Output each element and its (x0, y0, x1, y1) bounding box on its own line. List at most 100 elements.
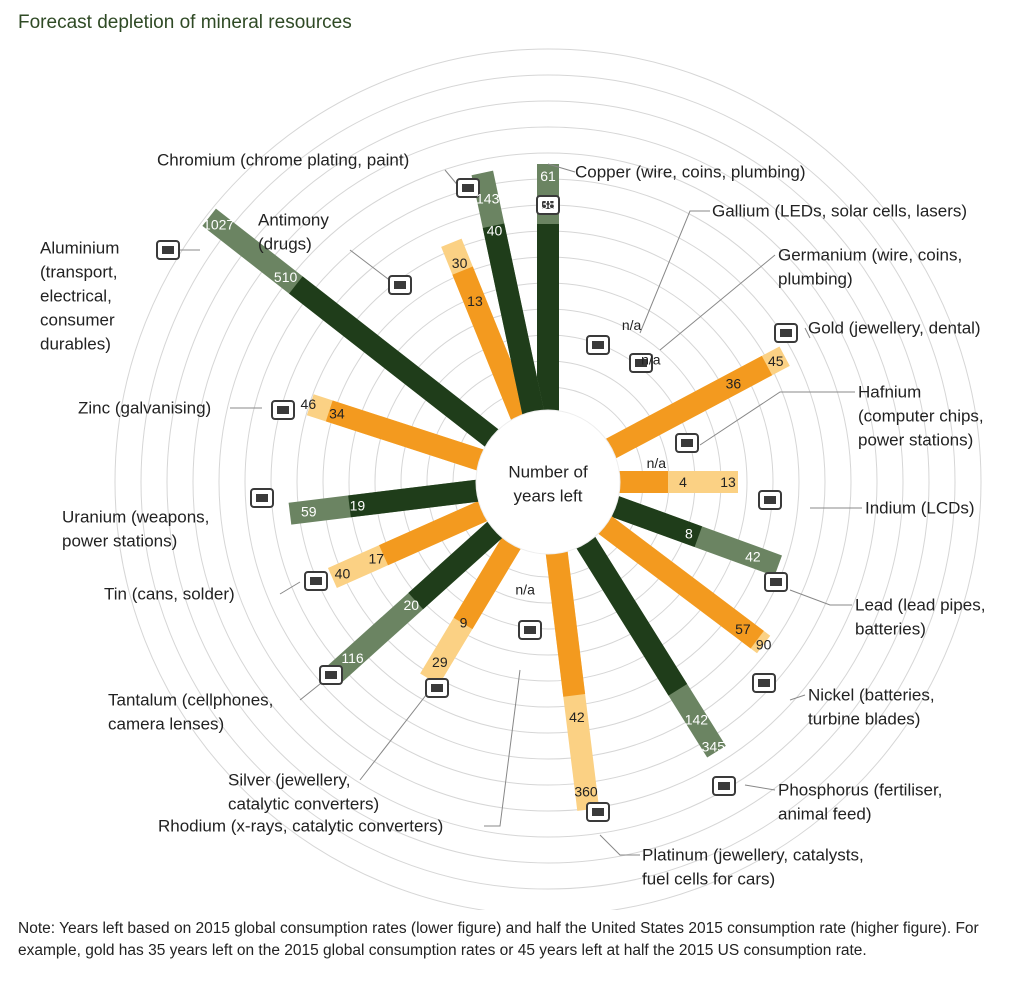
bar-lower-uranium (348, 479, 483, 518)
can-icon (304, 571, 328, 591)
icon-core (431, 684, 443, 692)
battery-icon (764, 572, 788, 592)
value-lower-silver: 9 (460, 615, 468, 631)
center-hub (475, 409, 621, 555)
label-antimony: (drugs) (258, 235, 312, 254)
icon-core (162, 246, 174, 254)
value-lower-phosphorus: 142 (685, 711, 709, 727)
label-uranium: Uranium (weapons, (62, 508, 209, 527)
value-lower-nickel: 57 (735, 621, 751, 637)
footnote: Note: Years left based on 2015 global co… (18, 920, 979, 959)
label-rhodium: Rhodium (x-rays, catalytic converters) (158, 817, 443, 836)
turbine-icon (752, 673, 776, 693)
leader-line-tin (279, 581, 301, 595)
leader-line-copper (547, 163, 576, 173)
label-gold: Gold (jewellery, dental) (808, 319, 981, 338)
value-lower-hafnium: n/a (647, 455, 667, 471)
mineral-zinc (230, 394, 488, 472)
label-lead: batteries) (855, 620, 926, 639)
label-aluminium: durables) (40, 335, 111, 354)
value-higher-tin: 40 (335, 566, 351, 582)
value-higher-silver: 29 (432, 654, 448, 670)
bar-lower-platinum (545, 547, 586, 697)
bar-lower-phosphorus (574, 532, 688, 696)
car-icon (156, 240, 180, 260)
icon-core (758, 679, 770, 687)
label-aluminium: consumer (40, 311, 115, 330)
icon-core (310, 577, 322, 585)
label-platinum: fuel cells for cars) (642, 870, 775, 889)
icon-core (542, 201, 554, 209)
mineral-germanium (629, 254, 776, 373)
xray-icon (518, 620, 542, 640)
bar-lower-nickel (594, 513, 764, 649)
label-chromium: Chromium (chrome plating, paint) (157, 151, 409, 170)
label-zinc: Zinc (galvanising) (78, 399, 211, 418)
value-higher-indium: 13 (720, 474, 736, 490)
mineral-gallium (586, 210, 710, 355)
cellphone-icon (319, 665, 343, 685)
value-lower-chromium: 40 (487, 223, 503, 239)
mineral-nickel (594, 513, 806, 701)
label-hafnium: (computer chips, (858, 407, 984, 426)
value-higher-copper: 61 (540, 168, 556, 184)
label-germanium: Germanium (wire, coins, (778, 246, 962, 265)
leader-line-platinum (599, 834, 640, 856)
pipe-icon (456, 178, 480, 198)
label-phosphorus: Phosphorus (fertiliser, (778, 781, 942, 800)
leader-line-silver (359, 689, 431, 781)
ring-circle (218, 152, 878, 812)
label-tantalum: camera lenses) (108, 715, 224, 734)
value-lower-germanium: n/a (641, 351, 661, 367)
catalyst-icon (586, 802, 610, 822)
mineral-indium (615, 471, 862, 510)
label-indium: Indium (LCDs) (865, 499, 975, 518)
value-higher-gold: 45 (768, 353, 784, 369)
value-lower-copper: 38 (540, 196, 556, 212)
value-lower-lead: 8 (685, 525, 693, 541)
ring-circle (192, 126, 904, 838)
ring-circle (166, 100, 930, 864)
bar-lower-chromium (482, 223, 545, 419)
chip-icon (675, 433, 699, 453)
value-lower-gallium: n/a (622, 317, 642, 333)
value-higher-nickel: 90 (756, 636, 772, 652)
label-silver: catalytic converters) (228, 795, 379, 814)
bar-lower-aluminium (289, 276, 502, 450)
label-antimony: Antimony (258, 211, 329, 230)
bars-layer (156, 163, 862, 856)
mineral-gold (601, 323, 811, 461)
label-germanium: plumbing) (778, 270, 853, 289)
feed-icon (712, 776, 736, 796)
label-gallium: Gallium (LEDs, solar cells, lasers) (712, 202, 967, 221)
label-platinum: Platinum (jewellery, catalysts, (642, 846, 864, 865)
icon-core (764, 496, 776, 504)
icon-core (592, 808, 604, 816)
ring-circle (140, 74, 956, 890)
sheet-icon (271, 400, 295, 420)
label-uranium: power stations) (62, 532, 177, 551)
monitor-icon (758, 490, 782, 510)
leader-line-antimony (349, 249, 393, 283)
pills-icon (388, 275, 412, 295)
value-higher-phosphorus: 345 (702, 739, 726, 755)
icon-core (780, 329, 792, 337)
center-label-line2: years left (514, 487, 583, 506)
valve-icon (629, 353, 653, 373)
ring-icon (425, 678, 449, 698)
icon-core (325, 671, 337, 679)
bar-lower-lead (607, 494, 703, 548)
mineral-uranium (250, 479, 483, 525)
icon-core (277, 406, 289, 414)
label-aluminium: (transport, (40, 263, 117, 282)
value-lower-gold: 36 (726, 375, 742, 391)
icon-core (462, 184, 474, 192)
label-aluminium: electrical, (40, 287, 112, 306)
label-aluminium: Aluminium (40, 239, 119, 258)
value-lower-zinc: 34 (329, 405, 345, 421)
icon-core (770, 578, 782, 586)
mineral-hafnium (675, 391, 855, 453)
value-lower-tantalum: 20 (403, 597, 419, 613)
mineral-copper (536, 163, 576, 415)
